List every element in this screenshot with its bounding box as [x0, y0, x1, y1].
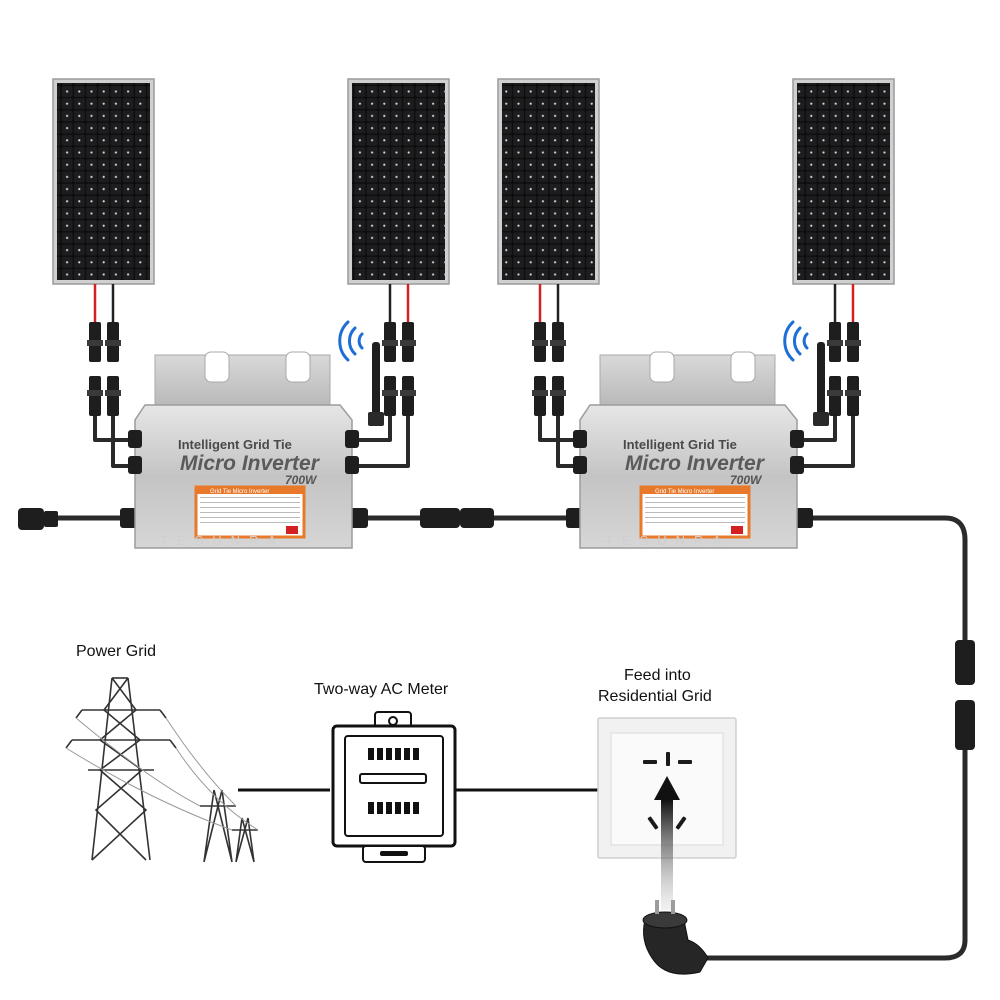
feed-label-line2: Residential Grid: [598, 688, 712, 705]
meter-label: Two-way AC Meter: [314, 681, 449, 698]
power-plug-icon: [642, 900, 709, 975]
inverter-1-title: Micro Inverter: [180, 452, 321, 475]
inverter-2-brand: TESUNRA: [605, 533, 730, 548]
inverter-2-subtitle: Intelligent Grid Tie: [623, 437, 737, 452]
wifi-signal-icon: [338, 320, 364, 362]
inverter-1-power: 700W: [285, 473, 318, 487]
two-way-ac-meter-icon: [331, 711, 457, 863]
inverter-1-spec-label: Grid Tie Micro Inverter: [194, 485, 306, 539]
inverter-1-subtitle: Intelligent Grid Tie: [178, 437, 292, 452]
ac-trunk-cable: [25, 515, 968, 961]
feed-label-line1: Feed into: [624, 667, 691, 684]
antenna-1: [368, 342, 384, 426]
solar-panel-3: [497, 78, 600, 285]
inverter-2-spec-label: Grid Tie Micro Inverter: [639, 485, 751, 539]
mc4-connector-rings: [87, 340, 861, 396]
inverter-1-label-title: Grid Tie Micro Inverter: [210, 489, 269, 495]
solar-panel-1: [52, 78, 155, 285]
micro-inverter-1: Intelligent Grid Tie Micro Inverter 700W…: [128, 320, 384, 549]
inverter-2-power: 700W: [730, 473, 763, 487]
inverter-2-title: Micro Inverter: [625, 452, 766, 475]
power-tower-icon: [65, 677, 258, 863]
panel-leads: [93, 284, 855, 322]
solar-panel-2: [347, 78, 450, 285]
micro-inverter-2: Intelligent Grid Tie Micro Inverter 700W…: [573, 320, 829, 549]
power-lines: [65, 717, 259, 831]
inverter-1-brand: TESUNRA: [160, 533, 285, 548]
power-grid-label: Power Grid: [76, 643, 156, 660]
solar-panel-4: [792, 78, 895, 285]
feed-arrow-icon: [654, 776, 680, 910]
inverter-2-label-title: Grid Tie Micro Inverter: [655, 489, 714, 495]
antenna-2: [813, 342, 829, 426]
wifi-signal-icon: [783, 320, 809, 362]
dc-input-wires: [93, 416, 855, 468]
